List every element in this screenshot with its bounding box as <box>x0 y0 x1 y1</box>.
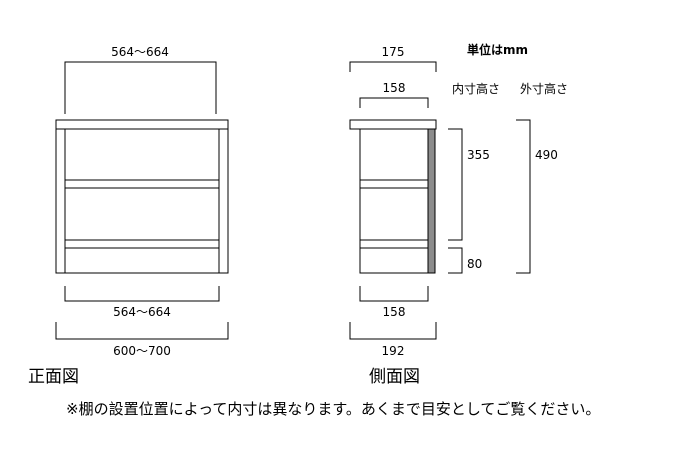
side-middle-shelf <box>359 179 429 189</box>
outer-height-label: 490 <box>535 148 558 162</box>
outer-height-bracket <box>516 119 531 274</box>
front-inner-width-label: 564～664 <box>113 305 171 319</box>
unit-label: 単位はmm <box>467 42 528 57</box>
front-top-width-label: 564～664 <box>111 45 169 59</box>
front-middle-shelf <box>64 179 220 189</box>
front-view-title: 正面図 <box>28 367 79 387</box>
side-top-board <box>349 119 437 130</box>
front-top-board <box>55 119 229 130</box>
front-outer-width-label: 600～700 <box>113 344 171 358</box>
front-right-panel <box>218 128 229 274</box>
front-top-width-bracket <box>64 61 217 114</box>
front-view: 564～664 564～664 600～700 正面図 <box>28 45 229 387</box>
side-view-title: 側面図 <box>369 367 420 387</box>
front-inner-width-bracket <box>64 286 220 302</box>
front-outer-width-bracket <box>55 322 229 340</box>
inner-height-bracket <box>448 128 463 241</box>
side-top-depth-label: 175 <box>382 45 405 59</box>
side-bottom-shelf <box>359 239 429 249</box>
side-inner-depth-label: 158 <box>383 305 406 319</box>
base-height-label: 80 <box>467 257 482 271</box>
side-view: 175 158 158 192 側面図 <box>349 45 437 387</box>
side-shelf-depth-label: 158 <box>383 81 406 95</box>
base-height-bracket <box>448 247 463 274</box>
side-shelf-depth-bracket <box>359 97 429 108</box>
inner-height-label: 355 <box>467 148 490 162</box>
front-left-panel <box>55 128 66 274</box>
height-dimensions: 単位はmm 内寸高さ 外寸高さ 355 80 490 <box>448 42 568 274</box>
inner-height-column-header: 内寸高さ <box>452 81 500 96</box>
outer-height-column-header: 外寸高さ <box>520 81 568 96</box>
installation-note: ※棚の設置位置によって内寸は異なります。あくまで目安としてご覧ください。 <box>66 400 600 418</box>
side-inner-depth-bracket <box>359 286 429 302</box>
side-panel <box>359 128 429 274</box>
front-bottom-shelf <box>64 239 220 249</box>
side-top-depth-bracket <box>349 61 437 72</box>
front-base-board <box>64 247 220 274</box>
side-back-panel <box>427 128 436 274</box>
side-outer-depth-bracket <box>349 322 437 340</box>
side-outer-depth-label: 192 <box>382 344 405 358</box>
